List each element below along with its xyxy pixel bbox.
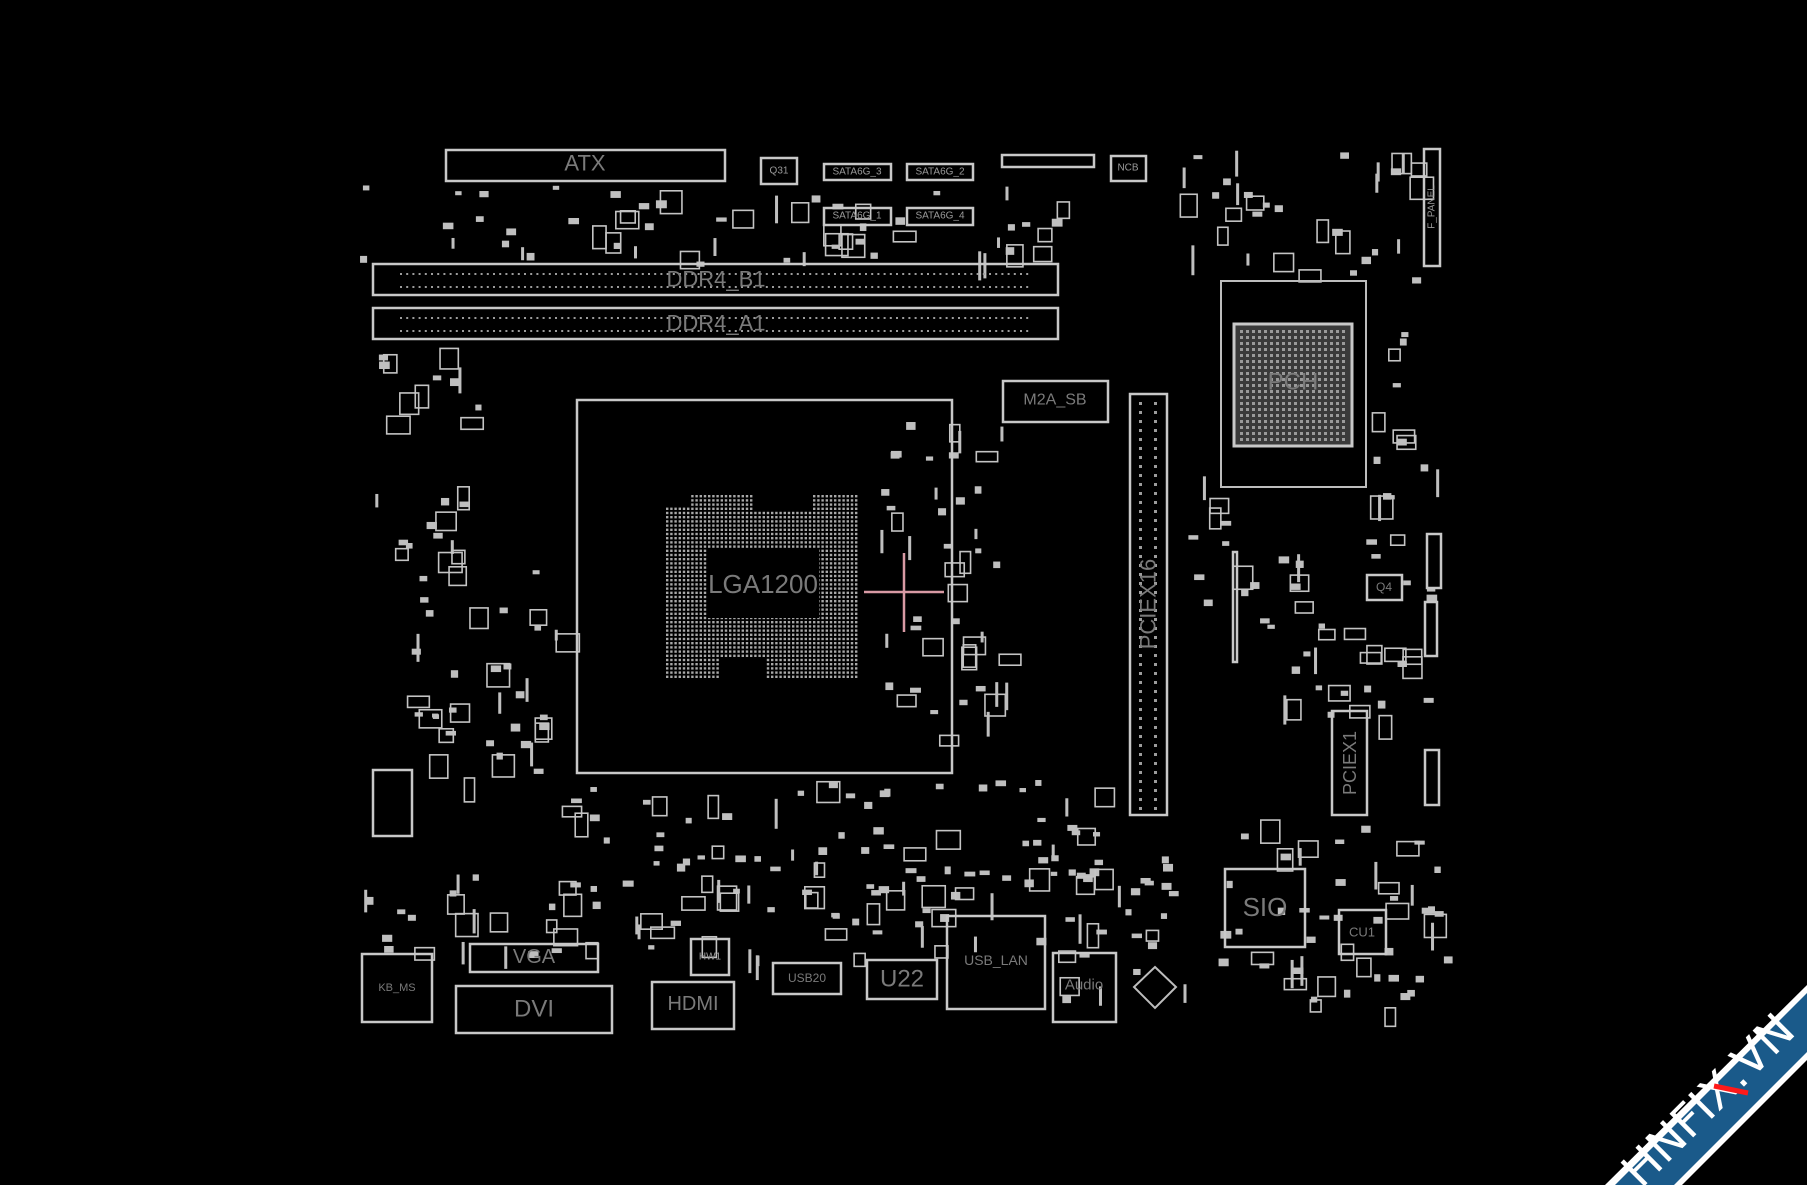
usb20-connector[interactable]: USB20 (771, 961, 843, 996)
kb-ms-connector[interactable]: KB_MS (360, 952, 434, 1024)
hw1-label: HW1 (699, 952, 722, 963)
vga-connector[interactable]: VGA (468, 942, 600, 974)
crosshair-cursor (864, 553, 944, 632)
ncb-label: NCB (1117, 163, 1138, 174)
usb-lan-label: USB_LAN (964, 952, 1028, 968)
sata3-label: SATA6G_3 (832, 167, 882, 178)
watermark-logo: HNFIX.VN (1605, 985, 1807, 1185)
hdmi-connector[interactable]: HDMI (650, 980, 736, 1031)
q4-label: Q4 (1376, 580, 1392, 594)
header-connector[interactable] (1423, 600, 1439, 658)
pch-label: PCH (1268, 369, 1319, 396)
q4-component[interactable]: Q4 (1365, 573, 1404, 602)
sata4-label: SATA6G_4 (915, 211, 965, 222)
ddr4-a1-label: DDR4_A1 (666, 311, 765, 336)
pciex1-label: PCIEX1 (1340, 731, 1360, 795)
trace-bar (1231, 550, 1239, 664)
diamond-component[interactable] (1132, 965, 1178, 1010)
q31-label: Q31 (770, 166, 789, 177)
dvi-connector[interactable]: DVI (454, 984, 614, 1035)
hw1-component[interactable]: HW1 (689, 937, 731, 977)
ddr4-a1-slot[interactable]: DDR4_A1 (371, 306, 1060, 341)
sata2-label: SATA6G_2 (915, 167, 965, 178)
ddr4-b1-label: DDR4_B1 (666, 267, 765, 292)
cu1-component[interactable]: CU1 (1337, 908, 1388, 956)
u22-label: U22 (880, 966, 924, 993)
cpu-socket[interactable]: LGA1200 (575, 398, 954, 775)
ddr4-b1-slot[interactable]: DDR4_B1 (371, 262, 1060, 297)
atx-connector[interactable]: ATX (444, 148, 727, 183)
pch-chip[interactable]: PCH (1220, 280, 1367, 488)
sata1-connector[interactable]: SATA6G_1 (822, 206, 893, 227)
f-panel-label: F_PANEL (1427, 185, 1438, 229)
m2-slot[interactable]: M2A_SB (1001, 379, 1110, 424)
vga-label: VGA (513, 946, 556, 968)
pciex1-slot[interactable]: PCIEX1 (1330, 709, 1369, 817)
u22-connector[interactable]: U22 (865, 958, 939, 1001)
usb-lan-connector[interactable]: USB_LAN (945, 914, 1047, 1011)
header-connector[interactable] (1423, 748, 1441, 807)
sata1-label: SATA6G_1 (832, 211, 882, 222)
hdmi-label: HDMI (667, 993, 718, 1015)
kb-ms-label: KB_MS (378, 982, 415, 994)
header-connector[interactable] (371, 768, 414, 838)
atx-label: ATX (564, 151, 605, 176)
sio-label: SIO (1243, 892, 1288, 922)
sio-chip[interactable]: SIO (1223, 867, 1307, 949)
audio-label: Audio (1065, 977, 1103, 994)
cpu-socket-label: LGA1200 (708, 569, 818, 599)
sata2-connector[interactable]: SATA6G_2 (905, 162, 975, 182)
f-panel-header[interactable]: F_PANEL (1422, 147, 1442, 268)
q31-component[interactable]: Q31 (759, 156, 799, 186)
usb20-label: USB20 (788, 971, 826, 985)
fan-header[interactable] (1425, 532, 1443, 590)
sata4-connector[interactable]: SATA6G_4 (905, 206, 975, 227)
small-components (360, 150, 1453, 1028)
pciex16-slot[interactable]: PCIEX16 (1128, 392, 1169, 817)
audio-connector[interactable]: Audio (1051, 951, 1118, 1024)
header-connector[interactable] (1000, 153, 1096, 169)
sata3-connector[interactable]: SATA6G_3 (822, 162, 893, 182)
cu1-label: CU1 (1349, 925, 1375, 940)
m2-label: M2A_SB (1023, 392, 1086, 409)
ncb-component[interactable]: NCB (1109, 154, 1148, 183)
dvi-label: DVI (514, 996, 554, 1023)
pciex16-label: PCIEX16 (1136, 559, 1161, 650)
